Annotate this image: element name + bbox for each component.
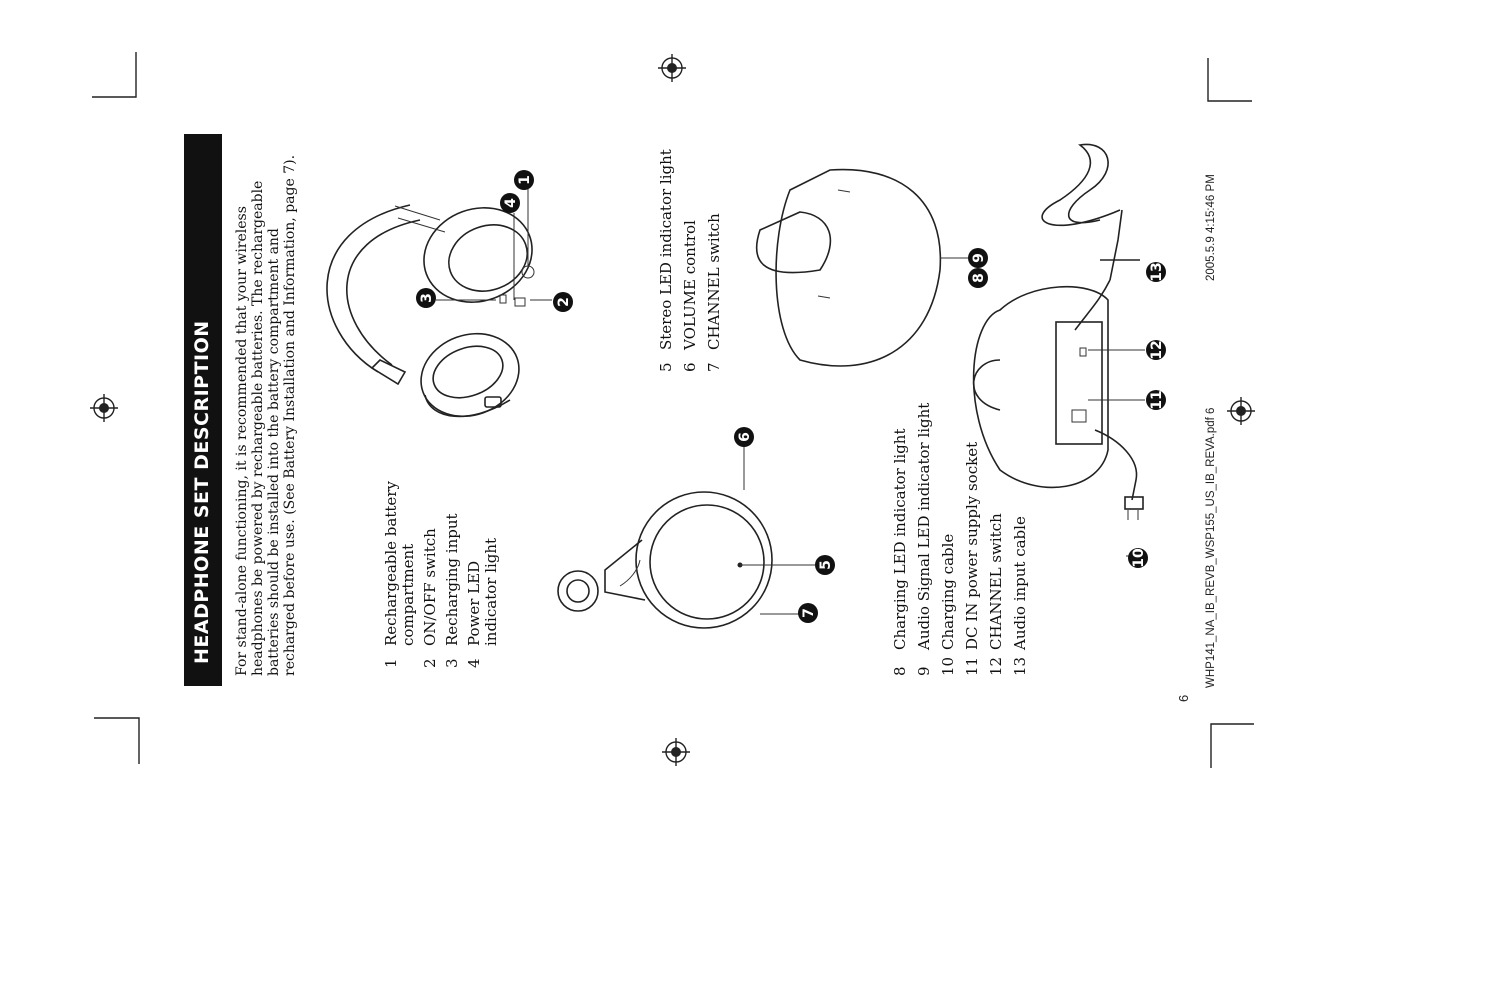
earcup-illustration: [557, 445, 815, 629]
svg-text:3: 3: [419, 293, 435, 303]
svg-text:6: 6: [737, 432, 753, 442]
page-number: 6: [1176, 694, 1191, 702]
callout-2: 2: [553, 292, 573, 312]
callout-5: 5: [815, 555, 835, 575]
registration-mark-icon: [658, 54, 686, 82]
callout-7: 7: [798, 603, 818, 623]
headphones-illustration: [326, 188, 552, 418]
title-bar: [184, 134, 222, 686]
callout-8: 8: [968, 268, 988, 288]
callout-1: 1: [514, 170, 534, 190]
callout-12: 12: [1146, 340, 1166, 360]
callout-13: 13: [1146, 262, 1166, 282]
svg-text:10: 10: [1131, 548, 1147, 568]
footer-timestamp: 2005.5.9 4:15:46 PM: [1205, 174, 1217, 281]
crop-mark-icon: [92, 52, 137, 98]
callout-3: 3: [416, 288, 436, 308]
svg-text:2: 2: [556, 297, 572, 307]
svg-text:11: 11: [1149, 390, 1165, 409]
footer-file-name: WHP141_NA_IB_REVB_WSP155_US_IB_REVA.pdf …: [1205, 407, 1217, 688]
svg-text:13: 13: [1149, 262, 1165, 281]
callout-4: 4: [500, 193, 520, 213]
svg-text:12: 12: [1149, 340, 1165, 359]
svg-text:5: 5: [818, 560, 834, 570]
crop-mark-icon: [1210, 723, 1254, 768]
svg-text:4: 4: [503, 198, 519, 208]
crop-mark-icon: [1207, 58, 1252, 102]
crop-mark-icon: [94, 717, 140, 764]
svg-text:8: 8: [971, 273, 987, 283]
registration-mark-icon: [662, 738, 690, 766]
callout-11: 11: [1146, 390, 1166, 410]
transmitter-illustration: [755, 143, 1146, 557]
svg-text:7: 7: [801, 608, 817, 618]
callout-10: 10: [1128, 548, 1148, 568]
svg-text:9: 9: [971, 253, 987, 263]
callout-6: 6: [734, 427, 754, 447]
callout-9: 9: [968, 248, 988, 268]
svg-text:1: 1: [517, 175, 533, 185]
registration-mark-icon: [90, 394, 118, 422]
registration-mark-icon: [1227, 397, 1255, 425]
